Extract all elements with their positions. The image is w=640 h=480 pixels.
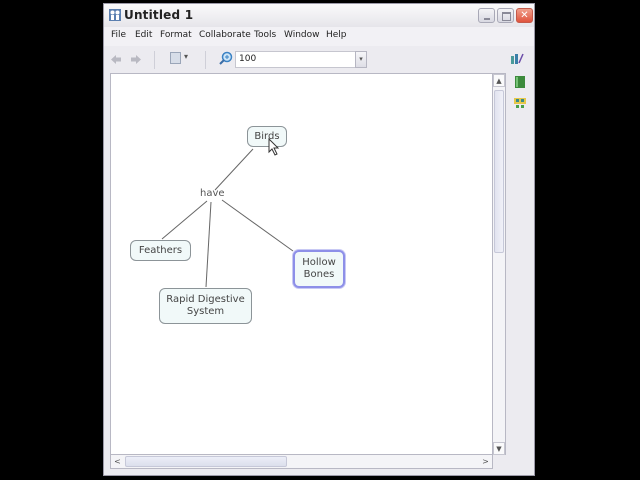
- window-title: Untitled 1: [124, 8, 194, 22]
- forward-arrow-icon[interactable]: [130, 54, 141, 65]
- app-icon: [109, 9, 121, 21]
- menu-tools[interactable]: Tools: [254, 30, 277, 40]
- mouse-cursor-icon: [268, 138, 280, 156]
- scroll-up-button[interactable]: ▲: [493, 74, 505, 87]
- maximize-icon: [502, 12, 511, 21]
- menu-window[interactable]: Window: [284, 30, 320, 40]
- horizontal-scrollbar[interactable]: < >: [110, 455, 493, 469]
- menu-help[interactable]: Help: [326, 30, 347, 40]
- menu-format[interactable]: Format: [160, 30, 192, 40]
- horizontal-scroll-thumb[interactable]: [125, 456, 287, 467]
- menu-collaborate[interactable]: Collaborate: [199, 30, 251, 40]
- vertical-scrollbar[interactable]: ▲ ▼: [493, 73, 506, 455]
- title-bar[interactable]: Untitled 1 ✕: [104, 4, 534, 27]
- zoom-level-input[interactable]: 100: [235, 51, 366, 68]
- scroll-right-button[interactable]: >: [482, 457, 489, 466]
- toolbar: ▾ 100 ▾: [104, 46, 534, 73]
- close-icon: ✕: [520, 10, 529, 21]
- scroll-down-button[interactable]: ▼: [493, 442, 505, 455]
- book-icon[interactable]: [514, 76, 526, 88]
- toolbar-separator: [205, 51, 206, 69]
- scroll-left-button[interactable]: <: [114, 457, 121, 466]
- vertical-scroll-thumb[interactable]: [494, 90, 504, 253]
- back-arrow-icon[interactable]: [111, 54, 122, 65]
- zoom-dropdown-button[interactable]: ▾: [355, 51, 367, 68]
- view-menu-icon[interactable]: [170, 52, 181, 64]
- menu-file[interactable]: File: [111, 30, 127, 40]
- linking-phrase-have[interactable]: have: [200, 188, 225, 199]
- concept-birds[interactable]: Birds: [247, 126, 287, 147]
- menu-edit[interactable]: Edit: [135, 30, 153, 40]
- minimize-button[interactable]: [478, 8, 495, 23]
- concept-rapid-digestive-system[interactable]: Rapid Digestive System: [159, 288, 252, 324]
- concept-map-canvas[interactable]: Birds have Feathers Rapid Digestive Syst…: [110, 73, 493, 455]
- connection-lines: [161, 148, 294, 288]
- maximize-button[interactable]: [497, 8, 514, 23]
- concept-feathers[interactable]: Feathers: [130, 240, 191, 261]
- app-window: Untitled 1 ✕ File Edit Format Collaborat…: [103, 3, 535, 476]
- zoom-icon[interactable]: [219, 51, 233, 65]
- menu-bar: File Edit Format Collaborate Tools Windo…: [104, 27, 534, 46]
- toolbar-separator: [154, 51, 155, 69]
- concept-hollow-bones[interactable]: Hollow Bones: [293, 250, 345, 288]
- view-caret-icon[interactable]: ▾: [184, 52, 189, 61]
- minimize-icon: [484, 18, 490, 20]
- close-button[interactable]: ✕: [516, 8, 533, 23]
- collaborate-icon[interactable]: [510, 52, 524, 65]
- resources-icon[interactable]: [514, 97, 526, 109]
